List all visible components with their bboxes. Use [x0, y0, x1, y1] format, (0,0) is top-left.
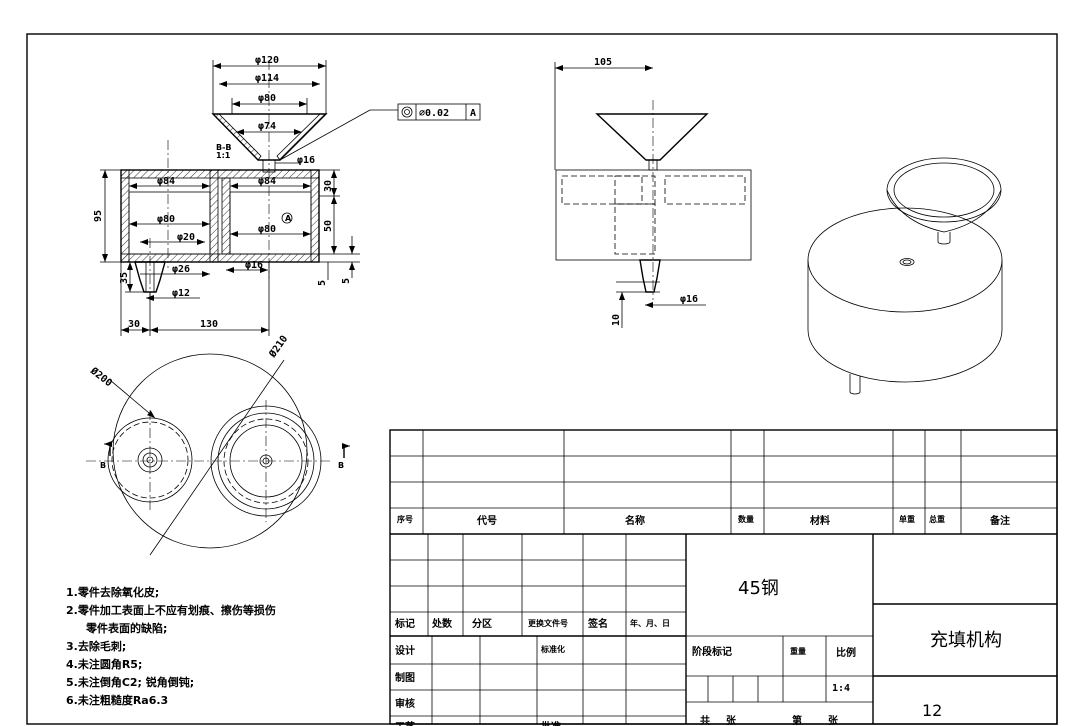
dim-phi80-left: φ80 [157, 214, 175, 225]
hdr-name: 名称 [625, 514, 645, 527]
wall-right [310, 169, 320, 263]
dim-h95: 95 [93, 210, 104, 222]
cavity-right [229, 191, 312, 255]
dim-h5b: 5 [317, 280, 328, 286]
rev-count: 处数 [431, 617, 453, 630]
sheet-unit2: 张 [828, 714, 839, 726]
hdr-remark: 备注 [989, 514, 1010, 527]
front-body [555, 169, 752, 261]
rev-mark: 标记 [394, 617, 415, 630]
section-label-bb: B-B [216, 143, 232, 152]
dim-h50: 50 [323, 220, 334, 232]
note-6: 6.未注粗糙度Ra6.3 [66, 693, 168, 707]
dim-w105: 105 [594, 57, 612, 68]
hdr-unit-weight: 单重 [899, 514, 915, 524]
nozzle [134, 261, 166, 293]
tolerance-frame [397, 103, 481, 121]
dim-dia210: Ø210 [266, 333, 290, 360]
section-label-scale: 1:1 [216, 151, 231, 160]
section-view: φ120 φ114 φ80 φ74 φ16 B-B 1:1 ∅0.02 A φ8… [93, 55, 481, 336]
dim-phi84-left: φ84 [157, 176, 175, 187]
wall-left [120, 169, 130, 263]
drawing-number: 12 [922, 701, 942, 720]
dim-phi16-front: φ16 [680, 294, 698, 305]
dim-h35: 35 [119, 272, 130, 284]
rev-zone: 分区 [472, 617, 492, 630]
isometric-view [807, 157, 1003, 395]
dim-w130: 130 [200, 319, 218, 330]
role-design: 设计 [395, 644, 415, 657]
funnel-wall-hatch-right [276, 113, 327, 161]
hdr-total-weight: 总重 [929, 514, 945, 524]
funnel-wall-hatch [212, 113, 262, 161]
wall-mid2 [221, 177, 231, 255]
section-mark-right: B [338, 461, 344, 470]
dim-phi16-top: φ16 [297, 155, 315, 166]
hdr-material: 材料 [810, 514, 830, 527]
front-funnel [595, 113, 709, 161]
note-2: 2.零件加工表面上不应有划痕、擦伤等损伤 [66, 603, 276, 617]
dim-phi20: φ20 [177, 232, 195, 243]
weight-label: 重量 [790, 646, 806, 656]
wall-bottom [120, 253, 320, 263]
tolerance-value: ∅0.02 [419, 108, 449, 119]
dim-phi80-right: φ80 [258, 224, 276, 235]
stage-label: 阶段标记 [692, 645, 732, 658]
scale-value: 1:4 [832, 683, 850, 694]
role-standard: 标准化 [540, 644, 565, 654]
dim-h10: 10 [611, 314, 622, 326]
tolerance-datum: A [470, 108, 476, 119]
wall-top [120, 169, 320, 179]
sheet-nth: 第 [792, 714, 802, 726]
note-1: 1.零件去除氧化皮; [66, 585, 159, 599]
dim-h30: 30 [323, 180, 334, 192]
rev-sign: 签名 [587, 617, 608, 630]
scale-label: 比例 [836, 646, 856, 659]
title-block: 序号 代号 名称 数量 材料 单重 总重 备注 标记 处数 分区 更换文件号 签… [389, 429, 1058, 726]
dim-h5a: 5 [341, 278, 352, 284]
dim-phi84-right: φ84 [258, 176, 276, 187]
dim-phi12: φ12 [172, 288, 190, 299]
note-2b: 零件表面的缺陷; [85, 621, 167, 635]
hdr-no: 序号 [397, 514, 413, 524]
sheet-total: 共 [700, 714, 710, 726]
iso-cylinder-side [807, 260, 1003, 383]
note-5: 5.未注倒角C2; 锐角倒钝; [66, 675, 194, 689]
hdr-qty: 数量 [738, 514, 754, 524]
note-3: 3.去除毛刺; [66, 639, 126, 653]
material-value: 45钢 [738, 578, 779, 599]
dim-w30: 30 [128, 319, 140, 330]
role-draft: 制图 [395, 671, 415, 684]
dim-phi120: φ120 [255, 55, 279, 66]
wall-mid [209, 169, 219, 263]
concentricity-icon [401, 106, 413, 118]
role-check: 审核 [395, 697, 415, 710]
dim-phi16-bottom: φ16 [245, 260, 263, 271]
technical-notes: 1.零件去除氧化皮; 2.零件加工表面上不应有划痕、擦伤等损伤 零件表面的缺陷;… [66, 585, 276, 707]
role-approve: 批准 [541, 720, 561, 726]
dim-phi74: φ74 [258, 121, 276, 132]
dim-phi114: φ114 [255, 73, 279, 84]
front-view: 105 10 φ16 [554, 57, 752, 328]
plan-view: B B Ø200 Ø210 [86, 333, 350, 556]
rev-date: 年、月、日 [630, 618, 670, 628]
dim-phi80-top: φ80 [258, 93, 276, 104]
section-mark-left: B [100, 461, 106, 470]
drawing-name: 充填机构 [930, 630, 1002, 651]
note-4: 4.未注圆角R5; [66, 657, 142, 671]
dim-phi26: φ26 [172, 264, 190, 275]
front-nozzle [639, 259, 661, 293]
sheet-unit: 张 [726, 714, 737, 726]
rev-doc: 更换文件号 [528, 618, 568, 628]
role-craft: 工艺 [395, 720, 415, 726]
hdr-code: 代号 [476, 514, 497, 527]
datum-a-mark: A [285, 214, 292, 223]
dim-dia200: Ø200 [87, 364, 114, 389]
